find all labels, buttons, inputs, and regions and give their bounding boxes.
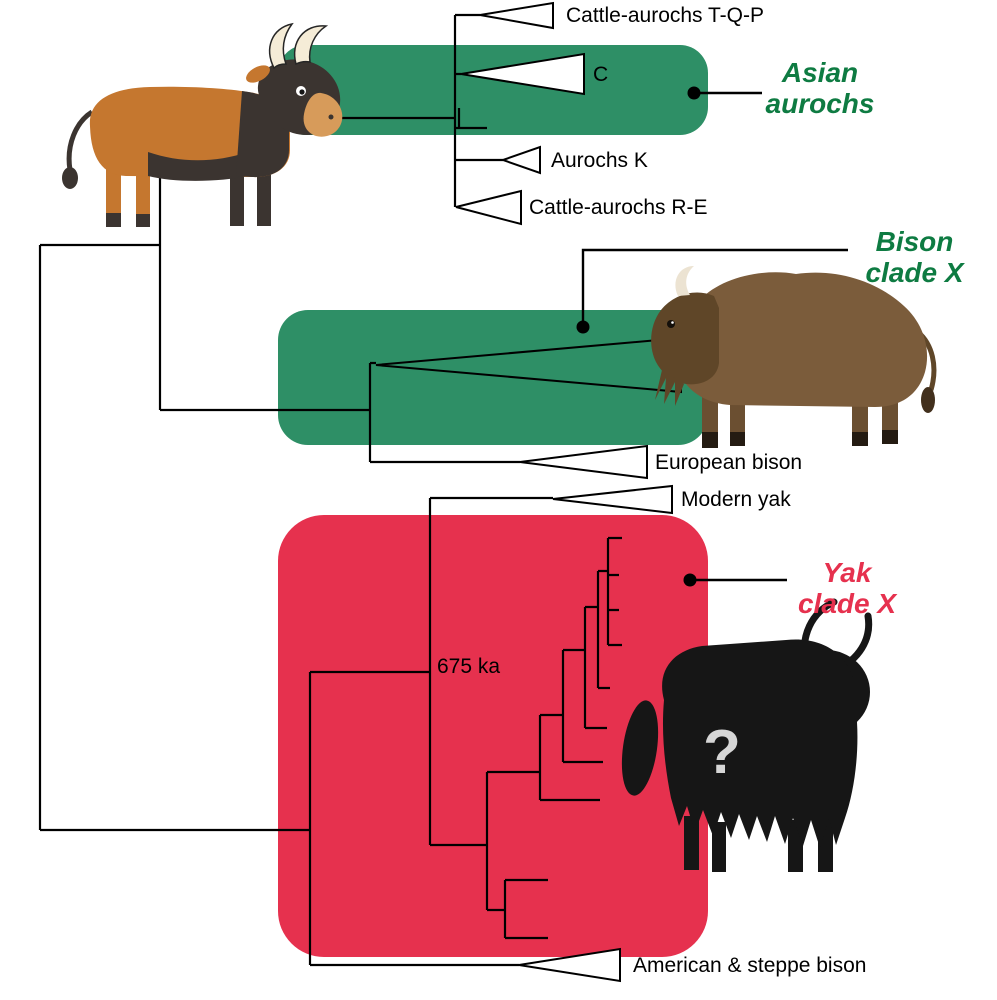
collapsed-clade-triangles <box>375 1 682 983</box>
clade-c-triangle <box>460 52 585 96</box>
tree-backbone <box>38 116 455 832</box>
bison-clade-x-callout-line2: clade X <box>865 256 964 288</box>
aurochs-ear <box>246 65 270 83</box>
tip-label-european-bison: European bison <box>655 451 803 474</box>
bison-illustration <box>651 266 937 448</box>
yak-clade-x-pointer-dot <box>683 573 697 587</box>
tip-label-aurochs-k: Aurochs K <box>551 149 648 172</box>
aurochs-tail-tuft <box>62 167 78 189</box>
yak-illustration <box>621 598 873 872</box>
aurochs-k-triangle <box>499 145 541 175</box>
bison-clade-x-callout-line1: Bison <box>875 226 954 257</box>
tip-label-cattle-aurochs-tqp: Cattle-aurochs T-Q-P <box>566 4 765 27</box>
tip-label-clade-c: C <box>593 63 609 86</box>
yak-clade-highlight-box <box>278 515 708 957</box>
yak-clade-x-callout: Yak clade X <box>792 557 902 620</box>
aurochs-tail <box>66 109 94 171</box>
asian-aurochs-callout: Asian aurochs <box>760 57 880 120</box>
tip-label-american-steppe-bison: American & steppe bison <box>633 954 867 977</box>
bison-clade-x-pointer-dot <box>576 320 590 334</box>
yak-clade-x-callout-line1: Yak <box>822 557 872 588</box>
asian-aurochs-highlight-box <box>278 45 708 135</box>
tip-label-modern-yak: Modern yak <box>681 488 791 511</box>
bison-subtree <box>368 361 520 464</box>
divergence-time-label: 675 ka <box>437 655 501 678</box>
bison-head <box>651 292 719 385</box>
aurochs-muzzle <box>303 92 343 137</box>
bison-horn <box>675 266 694 296</box>
modern-yak-triangle <box>552 484 673 515</box>
aurochs-illustration <box>62 22 343 227</box>
aurochs-subtree <box>453 13 503 207</box>
aurochs-horn-front <box>293 25 329 66</box>
aurochs-horn-back <box>269 22 294 70</box>
american-steppe-bison-triangle <box>518 947 621 983</box>
bison-body <box>675 272 928 407</box>
bison-clade-x-callout: Bison clade X <box>852 226 977 289</box>
bison-tail-tuft <box>921 387 935 413</box>
bison-clade-x-pointer-line <box>581 248 848 327</box>
yak-clade-x-callout-line2: clade X <box>797 587 897 619</box>
asian-aurochs-callout-line1: Asian <box>781 57 859 88</box>
yak-ladder-subtree <box>428 496 622 940</box>
yak-tail <box>621 700 659 796</box>
bison-beard <box>655 370 684 406</box>
cattle-aurochs-re-triangle <box>455 189 522 226</box>
yak-backbone <box>308 670 519 967</box>
unknown-taxon-question-mark: ? <box>703 718 741 787</box>
european-bison-triangle <box>519 444 648 480</box>
bison-clade-highlight-box <box>278 310 708 445</box>
bison-eye <box>667 320 675 328</box>
tip-label-cattle-aurochs-re: Cattle-aurochs R-E <box>529 196 708 219</box>
asian-aurochs-callout-line2: aurochs <box>765 87 875 119</box>
yak-body <box>662 639 858 848</box>
cattle-aurochs-tqp-triangle <box>479 1 554 30</box>
callout-pointers <box>576 86 848 587</box>
tree-branches <box>38 13 622 967</box>
asian-aurochs-pointer-dot <box>687 86 701 100</box>
